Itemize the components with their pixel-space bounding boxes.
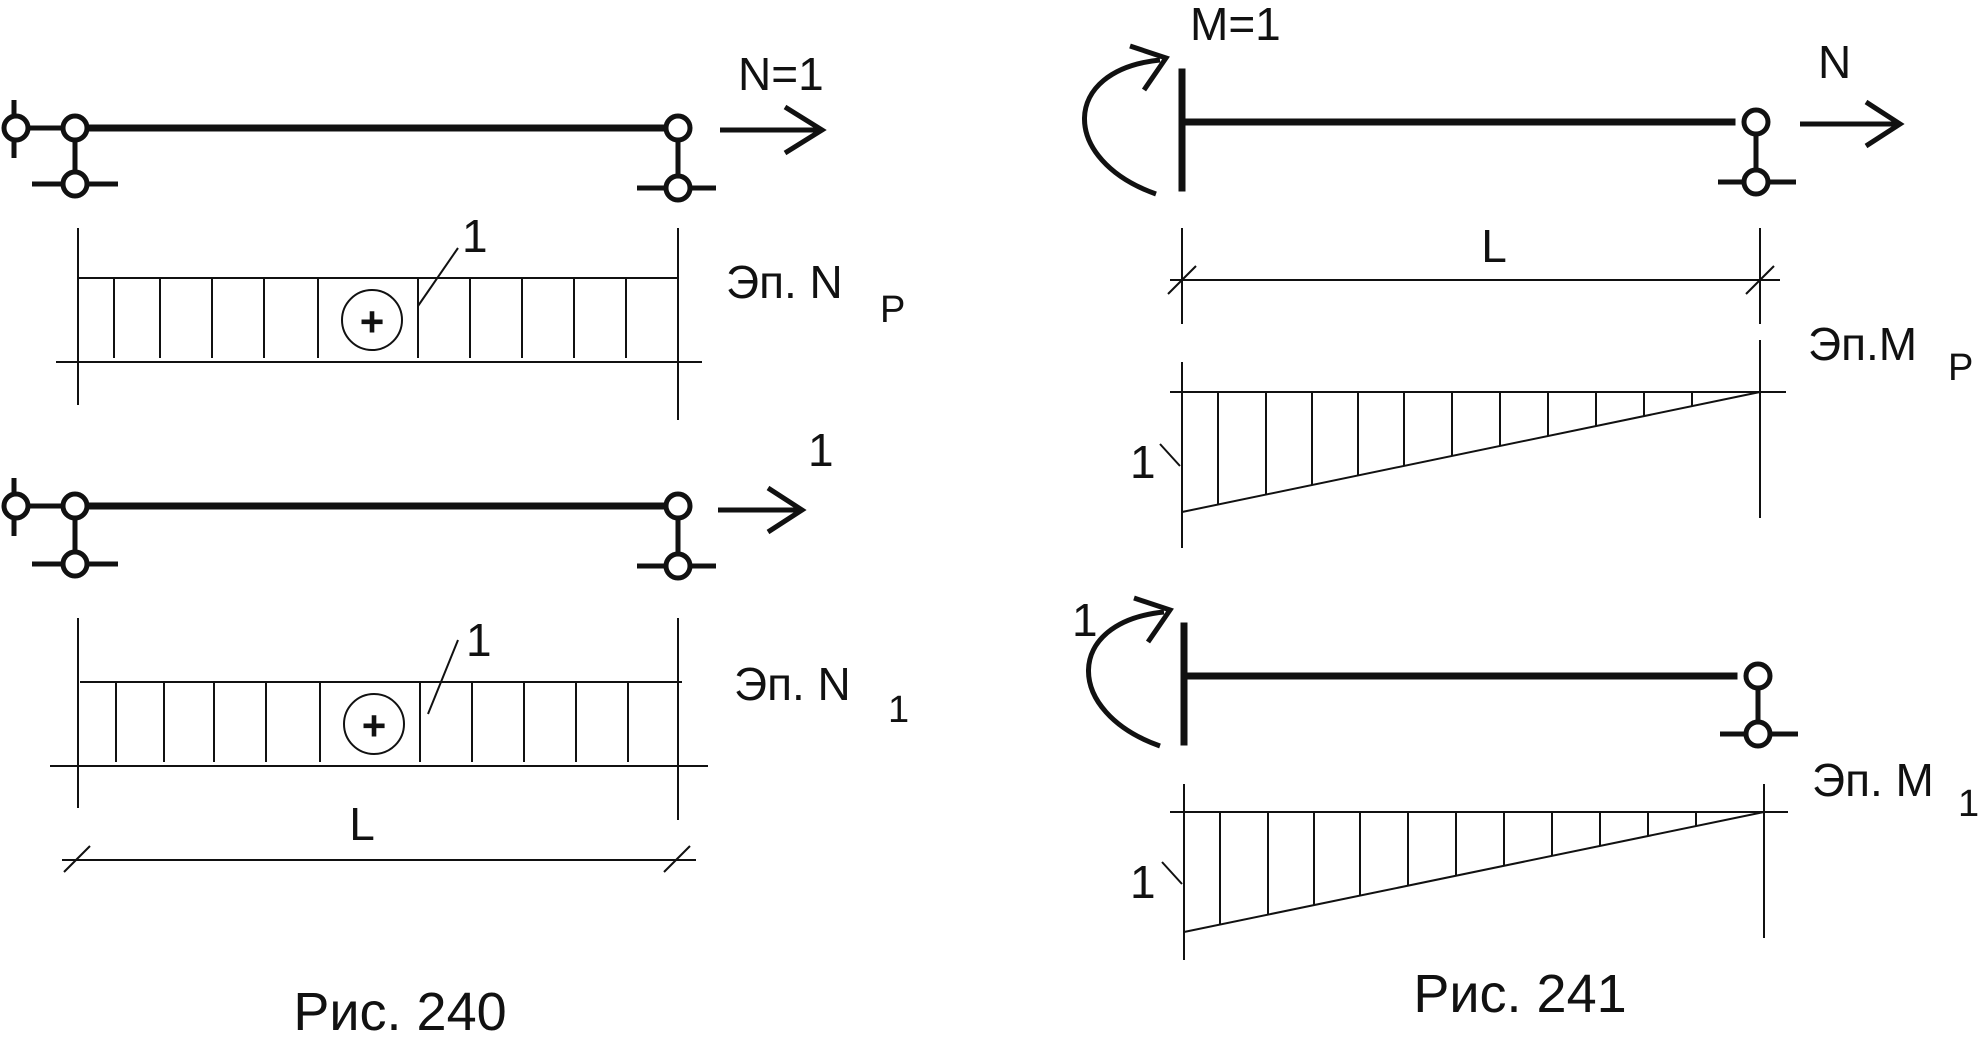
label-np: Эп. N bbox=[726, 256, 843, 308]
force-arrow-icon bbox=[720, 104, 827, 156]
beam-bottom-241: 1 bbox=[1072, 594, 1798, 749]
diagram-np-hatching bbox=[113, 278, 627, 358]
label-n1-sub: 1 bbox=[888, 689, 909, 731]
force-label-top: N bbox=[1818, 36, 1851, 88]
label-m1-sub: 1 bbox=[1958, 783, 1979, 825]
moment-arrow-icon bbox=[1086, 595, 1174, 749]
beam-top-241: M=1 N bbox=[1082, 0, 1905, 197]
label-np-sub: P bbox=[880, 289, 905, 331]
dimension-line-240: L bbox=[62, 798, 696, 873]
force-arrow-icon bbox=[1800, 99, 1905, 149]
diagram-np: + 1 Эп. N P bbox=[56, 210, 905, 420]
load-label-top: N=1 bbox=[738, 48, 824, 100]
moment-label-top: M=1 bbox=[1190, 0, 1281, 50]
load-label-bottom: 1 bbox=[808, 424, 834, 476]
caption-240: Рис. 240 bbox=[293, 982, 506, 1033]
moment-arrow-icon bbox=[1082, 43, 1170, 197]
plus-sign-circle bbox=[341, 289, 403, 351]
figure-241: M=1 N L bbox=[1072, 0, 1979, 1024]
figure-240: N=1 + 1 Эп. N bbox=[1, 48, 909, 1038]
diagram-m1-hatching bbox=[1219, 812, 1697, 925]
value-n1: 1 bbox=[466, 614, 492, 666]
label-mp-sub: P bbox=[1948, 347, 1973, 389]
diagram-n1: + 1 Эп. N 1 bbox=[50, 614, 909, 820]
moment-label-bottom: 1 bbox=[1072, 594, 1098, 646]
sign-np: + bbox=[360, 298, 385, 345]
label-n1: Эп. N bbox=[734, 658, 851, 710]
label-m1: Эп. M bbox=[1812, 754, 1934, 806]
value-np: 1 bbox=[462, 210, 488, 262]
length-label-241: L bbox=[1481, 220, 1507, 272]
label-mp: Эп.M bbox=[1808, 318, 1917, 370]
caption-241: Рис. 241 bbox=[1413, 964, 1626, 1024]
diagram-n1-hatching bbox=[115, 682, 629, 762]
plus-sign-circle bbox=[343, 693, 405, 755]
diagram-mp: 1 Эп.M P bbox=[1130, 318, 1973, 548]
length-label-240: L bbox=[349, 798, 375, 850]
force-arrow-icon bbox=[718, 485, 807, 535]
diagram-mp-hatching bbox=[1217, 392, 1693, 505]
diagram-m1: 1 Эп. M 1 bbox=[1130, 754, 1979, 960]
value-m1: 1 bbox=[1130, 856, 1156, 908]
sign-n1: + bbox=[362, 702, 387, 749]
dimension-line-241: L bbox=[1167, 220, 1780, 324]
value-mp: 1 bbox=[1130, 436, 1156, 488]
beam-bottom-240: 1 bbox=[1, 424, 834, 581]
beam-top-240: N=1 bbox=[1, 48, 827, 203]
